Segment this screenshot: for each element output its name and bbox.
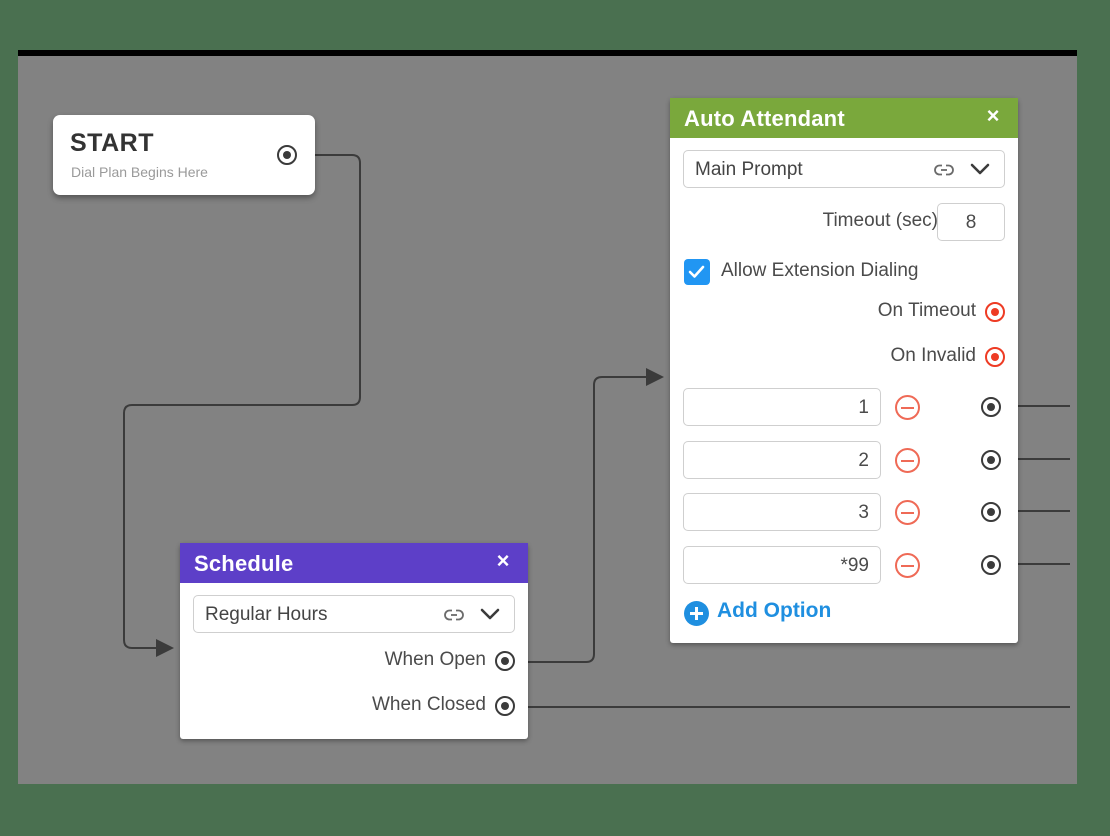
option-output-port[interactable] [981,397,1001,417]
allow-extension-dialing-checkbox[interactable] [684,259,710,285]
minus-circle-icon[interactable] [895,395,920,420]
option-output-port[interactable] [981,555,1001,575]
when-open-port[interactable] [495,651,515,671]
when-closed-label: When Closed [371,694,486,715]
option-row[interactable]: 1 [683,388,1005,426]
start-output-port[interactable] [277,145,297,165]
minus-circle-icon[interactable] [895,500,920,525]
option-input[interactable]: *99 [683,546,881,584]
option-row[interactable]: *99 [683,546,1005,584]
option-value: 3 [858,502,869,523]
start-node[interactable]: START Dial Plan Begins Here [53,115,315,195]
schedule-header: Schedule × [180,543,528,583]
link-icon[interactable] [933,161,955,179]
minus-circle-icon[interactable] [895,553,920,578]
option-input[interactable]: 1 [683,388,881,426]
main-prompt-select[interactable]: Main Prompt [683,150,1005,188]
on-invalid-label: On Invalid [890,345,976,366]
when-open-label: When Open [384,649,486,670]
timeout-value: 8 [965,212,977,233]
close-icon[interactable]: × [986,103,1000,128]
on-invalid-port[interactable] [985,347,1005,367]
when-closed-port[interactable] [495,696,515,716]
start-subtitle: Dial Plan Begins Here [71,164,208,180]
on-timeout-port[interactable] [985,302,1005,322]
close-icon[interactable]: × [496,548,510,573]
schedule-select[interactable]: Regular Hours [193,595,515,633]
option-value: *99 [840,555,869,576]
auto-attendant-header: Auto Attendant × [670,98,1018,138]
timeout-input[interactable]: 8 [937,203,1005,241]
plus-circle-icon [684,601,709,626]
minus-circle-icon[interactable] [895,448,920,473]
schedule-value: Regular Hours [205,604,328,625]
option-value: 1 [858,397,869,418]
option-output-port[interactable] [981,502,1001,522]
chevron-down-icon[interactable] [480,607,500,621]
on-timeout-label: On Timeout [877,300,976,321]
schedule-title: Schedule [194,551,294,576]
auto-attendant-panel[interactable]: Auto Attendant × Main Prompt Timeout (se… [670,98,1018,643]
option-row[interactable]: 3 [683,493,1005,531]
timeout-label: Timeout (sec) [822,210,938,231]
option-output-port[interactable] [981,450,1001,470]
chevron-down-icon[interactable] [970,162,990,176]
option-input[interactable]: 2 [683,441,881,479]
check-icon [688,265,705,278]
schedule-panel[interactable]: Schedule × Regular Hours When Open When … [180,543,528,739]
allow-extension-dialing-label: Allow Extension Dialing [721,260,919,281]
option-input[interactable]: 3 [683,493,881,531]
option-row[interactable]: 2 [683,441,1005,479]
start-title: START [70,129,154,157]
add-option-label: Add Option [717,599,832,622]
option-value: 2 [858,450,869,471]
link-icon[interactable] [443,606,465,624]
main-prompt-value: Main Prompt [695,159,803,180]
auto-attendant-title: Auto Attendant [684,106,845,131]
